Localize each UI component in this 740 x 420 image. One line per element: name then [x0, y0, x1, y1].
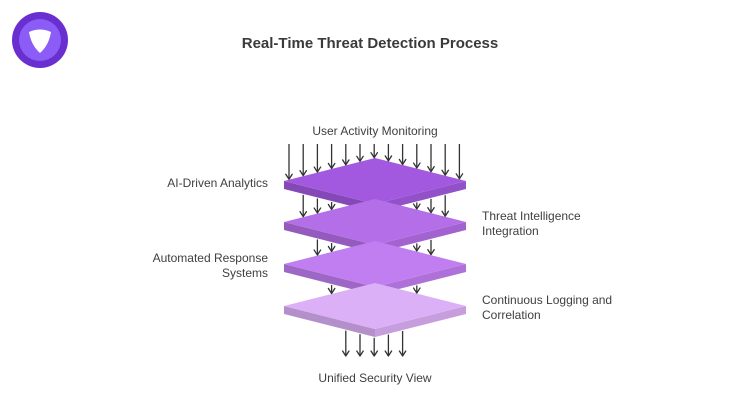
layer-3-left-face	[284, 264, 375, 295]
layer-3	[284, 241, 466, 295]
layer-2	[284, 199, 466, 253]
flow-arrow	[341, 144, 350, 166]
flow-arrow	[384, 144, 393, 162]
layer-3-top-face	[284, 241, 466, 287]
top-label: User Activity Monitoring	[312, 124, 438, 138]
layer-4-label-line: Continuous Logging and	[482, 293, 613, 307]
flow-arrow	[412, 243, 421, 252]
layer-2-top-face	[284, 199, 466, 245]
layer-4	[284, 283, 466, 337]
flow-arrow	[427, 198, 435, 214]
flow-arrow	[299, 194, 308, 218]
flow-arrow	[341, 330, 350, 357]
flow-arrow	[384, 334, 393, 357]
layer-2-label-line: Threat Intelligence	[482, 209, 581, 223]
layer-3-label-line: Systems	[221, 266, 268, 280]
flow-arrow	[327, 144, 336, 170]
flow-arrow	[455, 144, 464, 180]
flow-arrow	[356, 334, 364, 357]
layer-1-top-face	[284, 158, 466, 204]
layer-2-left-face	[284, 222, 375, 253]
flow-arrow	[285, 144, 293, 180]
layer-4-top-face	[284, 283, 466, 329]
layer-4-left-face	[284, 306, 375, 337]
layer-1-label: AI-Driven Analytics	[60, 176, 268, 191]
layer-3-label-line: Automated Response	[152, 251, 268, 265]
layer-2-label-line: Integration	[482, 224, 539, 238]
layer-1	[284, 158, 466, 212]
flow-arrow	[398, 144, 407, 166]
layer-3-right-face	[375, 264, 466, 295]
flow-arrow	[313, 144, 322, 173]
flow-arrow	[327, 285, 336, 295]
flow-arrow	[427, 144, 435, 173]
flow-arrow	[441, 144, 450, 176]
shield-logo-icon	[12, 12, 68, 68]
flow-arrow	[327, 202, 336, 211]
layer-4-label-line: Correlation	[482, 308, 541, 322]
flow-arrow	[412, 202, 421, 210]
layer-1-label-line: AI-Driven Analytics	[167, 175, 268, 190]
page-title: Real-Time Threat Detection Process	[241, 35, 499, 52]
layer-1-right-face	[375, 181, 466, 212]
flow-arrow	[327, 243, 336, 253]
flow-arrow	[313, 239, 322, 256]
layer-2-right-face	[375, 222, 466, 253]
flow-arrow	[427, 239, 435, 256]
layer-4-right-face	[375, 306, 466, 337]
flow-arrow	[412, 285, 421, 294]
flow-arrow	[370, 144, 379, 159]
flow-arrow	[412, 144, 421, 169]
flow-arrow	[356, 144, 364, 162]
layer-1-left-face	[284, 181, 375, 212]
flow-arrow	[299, 144, 308, 177]
flow-arrow	[370, 337, 379, 357]
flow-arrow	[441, 195, 450, 217]
bottom-label: Unified Security View	[318, 371, 432, 385]
flow-arrow	[313, 198, 322, 214]
flow-arrow	[398, 331, 407, 357]
